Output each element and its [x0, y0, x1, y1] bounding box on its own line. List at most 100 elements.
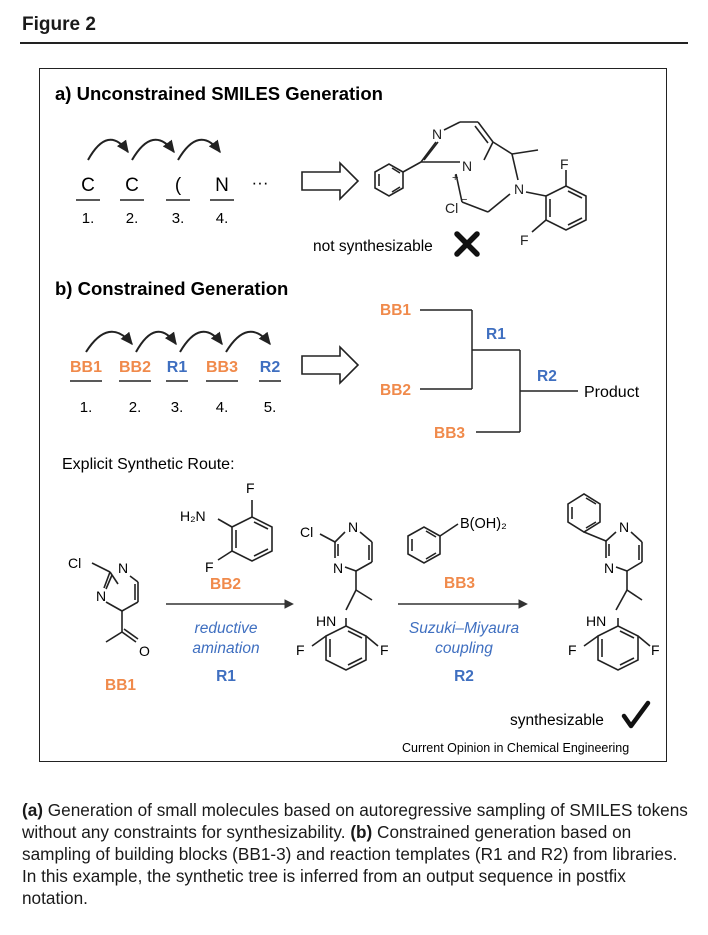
token-reaction: R2	[260, 359, 281, 376]
atom-label: F	[205, 559, 214, 575]
panel-a-indices: 1. 2. 3. 4.	[82, 210, 229, 227]
panel-a-tokens: C C ( N ···	[81, 173, 268, 196]
panel-b-hollow-arrow	[301, 345, 360, 385]
atom-label: N	[333, 560, 343, 576]
panel-b-indices: 1. 2. 3. 4. 5.	[80, 399, 277, 416]
panel-a-title: a) Unconstrained SMILES Generation	[55, 83, 383, 104]
checkmark-icon	[621, 700, 651, 729]
route-title: Explicit Synthetic Route:	[62, 456, 235, 473]
atom-label: Cl	[68, 555, 81, 571]
caption-b-text: Constrained generation based on sampling…	[22, 822, 678, 908]
route-bb3-label: BB3	[444, 575, 475, 592]
bb2-atoms: H₂N F F	[180, 480, 255, 575]
caption-b-label: (b)	[350, 822, 373, 842]
atom-label: N	[514, 181, 524, 197]
atom-label: F	[296, 642, 305, 658]
route-r1-label: R1	[216, 668, 236, 685]
route-bb1-label: BB1	[105, 677, 136, 694]
charge-minus: −	[461, 194, 467, 206]
figure-frame	[39, 68, 667, 762]
smiles-token: C	[125, 175, 139, 196]
bb3-molecule	[407, 523, 459, 564]
tree-r1: R1	[486, 326, 506, 343]
r2-line1: Suzuki–Miyaura	[409, 620, 520, 637]
smiles-token: N	[215, 175, 229, 196]
panel-a-hollow-arrow	[301, 161, 360, 201]
atom-label: F	[651, 642, 660, 658]
panel-b-curved-arrows	[85, 330, 271, 353]
cross-icon	[454, 231, 480, 257]
molecule-a-atoms: N N N F F Cl + −	[432, 126, 569, 248]
intermediate-atoms: Cl N N HN F F	[296, 519, 389, 658]
atom-label: H₂N	[180, 508, 206, 524]
synthetic-tree-labels: BB1 BB2 BB3 R1 R2	[380, 302, 557, 442]
panel-b-title: b) Constrained Generation	[55, 278, 288, 299]
atom-label: HN	[586, 613, 606, 629]
panel-b-tokens: BB1 BB2 R1 BB3 R2	[70, 359, 280, 376]
r1-line2: amination	[192, 640, 259, 657]
atom-label: F	[568, 642, 577, 658]
intermediate-molecule	[311, 531, 379, 671]
atom-label: N	[619, 519, 629, 535]
bb1-molecule	[91, 562, 139, 643]
r1-line1: reductive	[195, 620, 258, 637]
atom-label: HN	[316, 613, 336, 629]
caption-a-text: Generation of small molecules based on a…	[22, 800, 688, 842]
bb2-molecule	[217, 500, 273, 562]
smiles-ellipsis: ···	[252, 173, 269, 192]
token-index: 5.	[264, 399, 277, 416]
atom-label: N	[348, 519, 358, 535]
synthetic-tree	[420, 309, 578, 433]
route-bb2-label: BB2	[210, 576, 241, 593]
smiles-token: (	[175, 175, 182, 196]
tree-product: Product	[584, 384, 640, 401]
token-index: 1.	[80, 399, 93, 416]
token-bb: BB2	[119, 359, 151, 376]
atom-label: Cl	[300, 524, 313, 540]
r2-line2: coupling	[435, 640, 493, 657]
boronic-acid-label: B(OH)₂	[460, 516, 507, 532]
token-index: 2.	[126, 210, 139, 227]
atom-label: F	[520, 232, 529, 248]
tree-bb1: BB1	[380, 302, 411, 319]
token-bb: BB1	[70, 359, 102, 376]
product-atoms: N N HN F F	[568, 519, 660, 658]
token-index: 2.	[129, 399, 142, 416]
tree-bb2: BB2	[380, 382, 411, 399]
token-index: 1.	[82, 210, 95, 227]
token-index: 4.	[216, 210, 229, 227]
figure-caption: (a) Generation of small molecules based …	[22, 799, 688, 909]
caption-a-label: (a)	[22, 800, 44, 820]
atom-label: Cl	[445, 200, 458, 216]
atom-label: O	[139, 643, 150, 659]
route-r2-label: R2	[454, 668, 474, 685]
token-index: 3.	[171, 399, 184, 416]
not-synthesizable-label: not synthesizable	[313, 238, 433, 255]
bb1-atoms: Cl N N O	[68, 555, 150, 659]
token-reaction: R1	[167, 359, 188, 376]
figure-label: Figure 2	[22, 14, 96, 35]
top-rule	[20, 42, 688, 44]
atom-label: F	[246, 480, 255, 496]
atom-label: N	[432, 126, 442, 142]
tree-r2: R2	[537, 368, 557, 385]
atom-label: N	[118, 560, 128, 576]
atom-label: F	[380, 642, 389, 658]
journal-credit: Current Opinion in Chemical Engineering	[402, 741, 629, 755]
smiles-token: C	[81, 175, 95, 196]
panel-a-curved-arrows	[87, 138, 221, 161]
tree-bb3: BB3	[434, 425, 465, 442]
charge-plus: +	[452, 172, 458, 184]
product-molecule	[567, 493, 651, 671]
token-index: 3.	[172, 210, 185, 227]
figure-artwork: a) Unconstrained SMILES Generation C C (…	[55, 83, 660, 755]
atom-label: F	[560, 156, 569, 172]
synthesizable-label: synthesizable	[510, 712, 604, 729]
atom-label: N	[96, 588, 106, 604]
atom-label: N	[462, 158, 472, 174]
unsynthesizable-molecule	[374, 121, 587, 233]
token-bb: BB3	[206, 359, 238, 376]
token-index: 4.	[216, 399, 229, 416]
r2-description: Suzuki–Miyaura coupling	[409, 620, 520, 657]
